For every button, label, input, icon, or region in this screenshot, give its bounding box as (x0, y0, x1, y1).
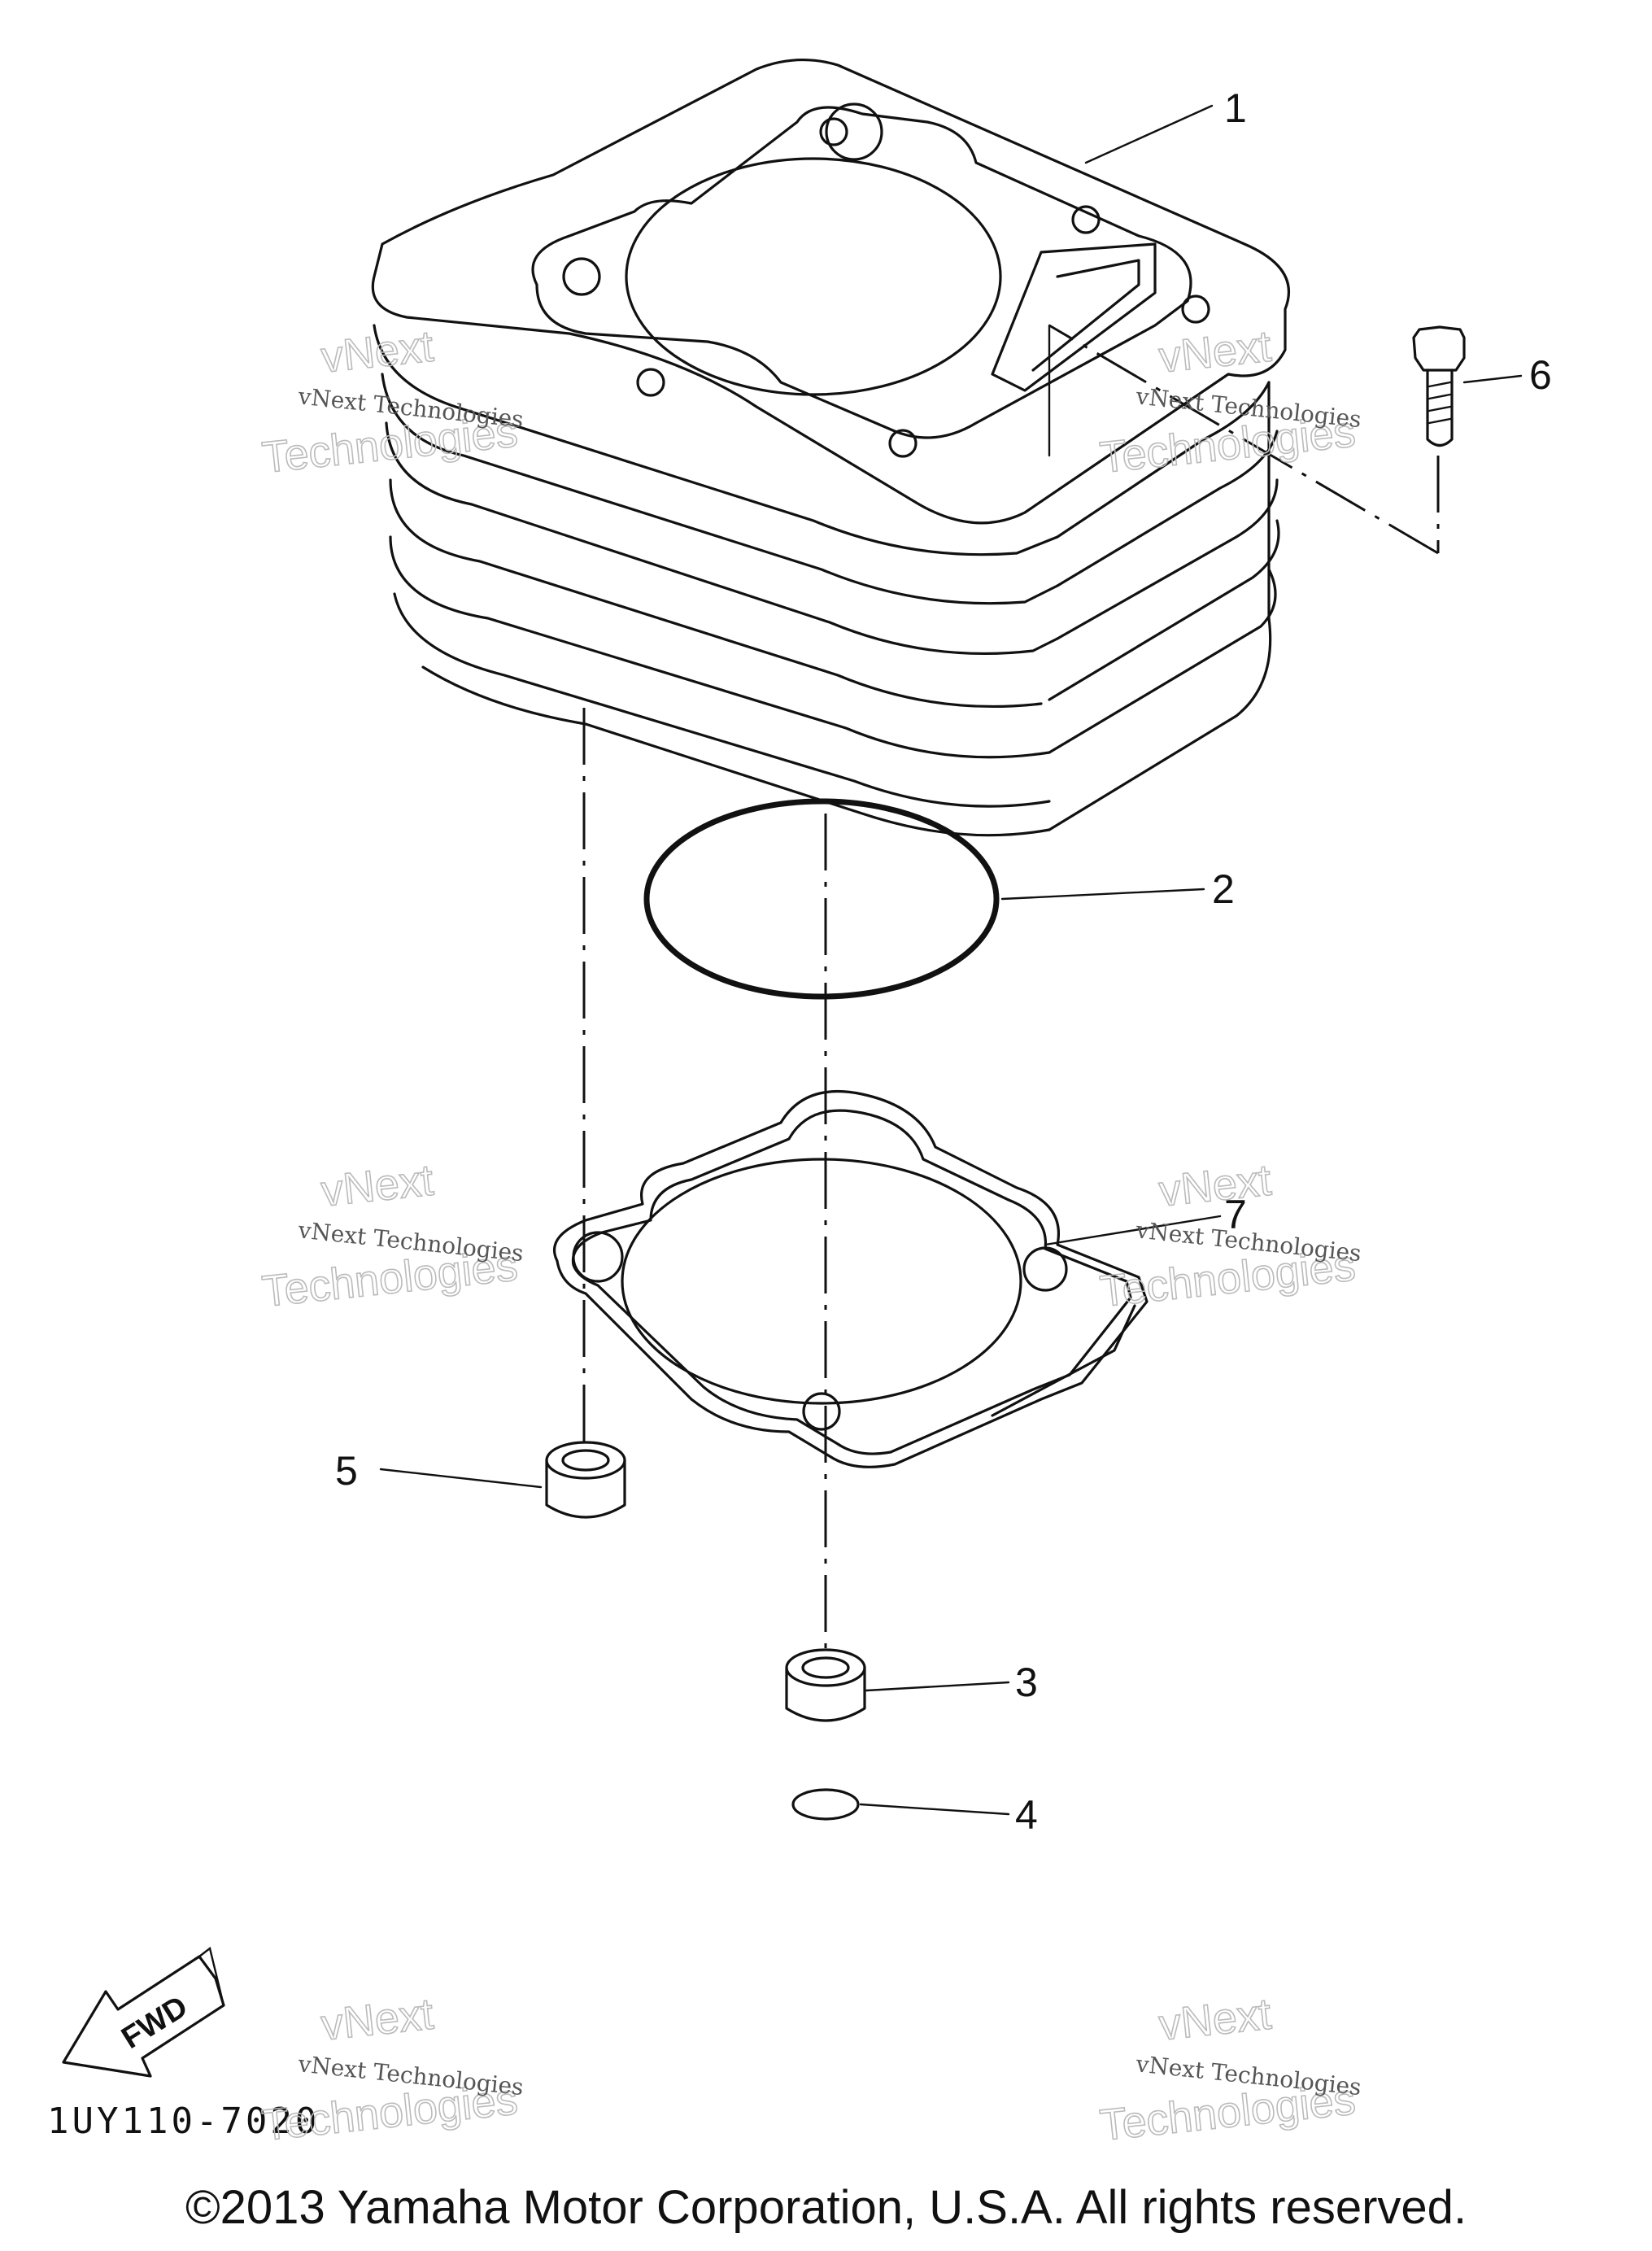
watermark-bottom-left: vNext Technologies vNext Technologies (259, 1989, 525, 2151)
leader-5 (379, 1468, 543, 1489)
callout-4: 4 (1015, 1792, 1038, 1838)
callout-3: 3 (1015, 1660, 1038, 1705)
copyright-notice: ©2013 Yamaha Motor Corporation, U.S.A. A… (185, 2181, 1467, 2234)
callout-7: 7 (1224, 1192, 1247, 1237)
svg-text:vNext: vNext (319, 1156, 436, 1216)
drawing-code: 1UY110-7020 (47, 2100, 320, 2142)
leader-2 (1000, 888, 1205, 901)
leader-6 (1462, 374, 1523, 384)
watermark-mid-left: vNext Technologies vNext Technologies (259, 1155, 525, 1317)
svg-text:vNext: vNext (319, 1990, 436, 2050)
part-3-dowel-pin[interactable] (785, 1648, 866, 1722)
bolt-centerline-angled (1048, 324, 1439, 555)
callout-6: 6 (1529, 352, 1552, 398)
watermark-top-left: vNext Technologies vNext Technologies (259, 321, 525, 483)
callout-5: 5 (335, 1448, 358, 1494)
part-7-base-gasket[interactable] (552, 1089, 1149, 1468)
svg-text:vNext: vNext (319, 322, 436, 382)
svg-text:vNext: vNext (1157, 322, 1274, 382)
part-1-cylinder[interactable] (371, 58, 1290, 837)
svg-text:vNext: vNext (1157, 1156, 1274, 1216)
part-5-dowel-pin[interactable] (545, 1441, 626, 1519)
leader-1 (1084, 104, 1214, 164)
callout-1: 1 (1224, 85, 1247, 131)
svg-text:vNext: vNext (1157, 1990, 1274, 2050)
leader-3 (865, 1681, 1010, 1692)
callout-2: 2 (1212, 866, 1235, 912)
part-2-o-ring[interactable] (643, 798, 1000, 1000)
fwd-arrow: FWD (62, 1946, 225, 2078)
part-6-bolt[interactable] (1412, 325, 1466, 447)
leader-4 (859, 1803, 1010, 1816)
watermark-bottom-right: vNext Technologies vNext Technologies (1097, 1989, 1363, 2151)
part-4-small-o-ring[interactable] (791, 1788, 860, 1821)
leader-7 (1044, 1215, 1222, 1246)
fwd-label: FWD (116, 1990, 194, 2056)
